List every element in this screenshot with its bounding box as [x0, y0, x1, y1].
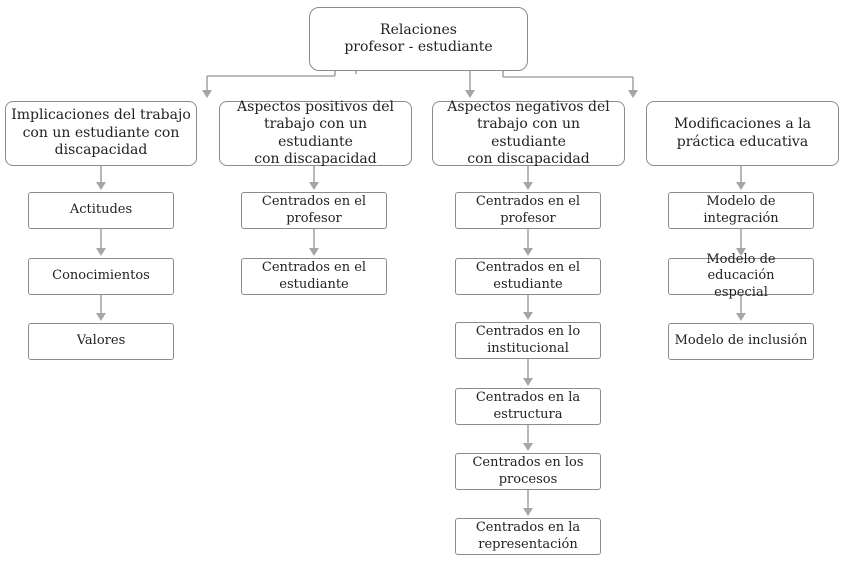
item-label-line: Actitudes [69, 202, 133, 218]
item-label-line: Modelo de inclusión [674, 333, 808, 349]
item-label-line: Centrados en la [475, 390, 581, 406]
category-label-line: trabajo con un estudiante [264, 116, 367, 150]
item-label-line: estudiante [279, 276, 349, 292]
arrowhead [96, 248, 106, 256]
arrowhead [736, 313, 746, 321]
arrowhead [309, 248, 319, 256]
item-label-line: especial [714, 284, 768, 300]
root-label-line-2: profesor - estudiante [344, 39, 493, 55]
item-label-line: Centrados en el [475, 194, 581, 210]
category-label-line: con un estudiante con [22, 124, 180, 141]
category-label-line: Modificaciones a la [673, 116, 812, 132]
item-label-line: estructura [493, 406, 563, 422]
arrowhead [523, 378, 533, 386]
item-label-line: Centrados en el [261, 194, 367, 210]
item-label-line: representación [478, 536, 578, 552]
arrowhead [523, 312, 533, 320]
arrowhead [628, 90, 638, 98]
item-conocimientos: Conocimientos [28, 258, 174, 295]
item-label-line: procesos [498, 471, 558, 487]
item-label-line: profesor [500, 210, 556, 226]
arrowhead [523, 248, 533, 256]
item-label-line: institucional [487, 340, 569, 356]
item-label-line: Centrados en la [475, 520, 581, 536]
arrowhead [736, 182, 746, 190]
arrowhead [523, 182, 533, 190]
arrowhead [523, 508, 533, 516]
item-actitudes: Actitudes [28, 192, 174, 229]
arrowhead [465, 90, 475, 98]
item-label-line: Valores [76, 333, 126, 349]
category-label-line: discapacidad [54, 142, 148, 159]
item-label-line: Modelo de educación [706, 252, 776, 284]
category-label-line: práctica educativa [676, 133, 809, 150]
arrowhead [523, 443, 533, 451]
item-label-line: profesor [286, 210, 342, 226]
item-modelo-inclusion: Modelo de inclusión [668, 323, 814, 360]
arrowhead [96, 182, 106, 190]
arrowhead [96, 313, 106, 321]
item-label-line: Conocimientos [52, 268, 150, 284]
category-label-line: trabajo con un estudiante [477, 116, 580, 150]
category-label-line: con discapacidad [254, 151, 377, 167]
arrowhead [202, 90, 212, 98]
category-label-line: Aspectos positivos del [237, 98, 394, 115]
arrowhead [309, 182, 319, 190]
item-label-line: Centrados en lo [475, 324, 581, 340]
category-label-line: con discapacidad [467, 151, 590, 167]
category-label-line: Implicaciones del trabajo [11, 107, 191, 124]
item-valores: Valores [28, 323, 174, 360]
item-label-line: Centrados en el [475, 260, 581, 276]
item-label-line: Centrados en el [261, 260, 367, 276]
item-label-line: Centrados en los [472, 455, 584, 471]
item-label-line: integración [703, 210, 779, 226]
root-label-line-1: Relaciones [380, 21, 457, 38]
item-label-line: estudiante [493, 276, 563, 292]
item-label-line: Modelo de [706, 194, 776, 210]
category-label-line: Aspectos negativos del [447, 98, 610, 115]
